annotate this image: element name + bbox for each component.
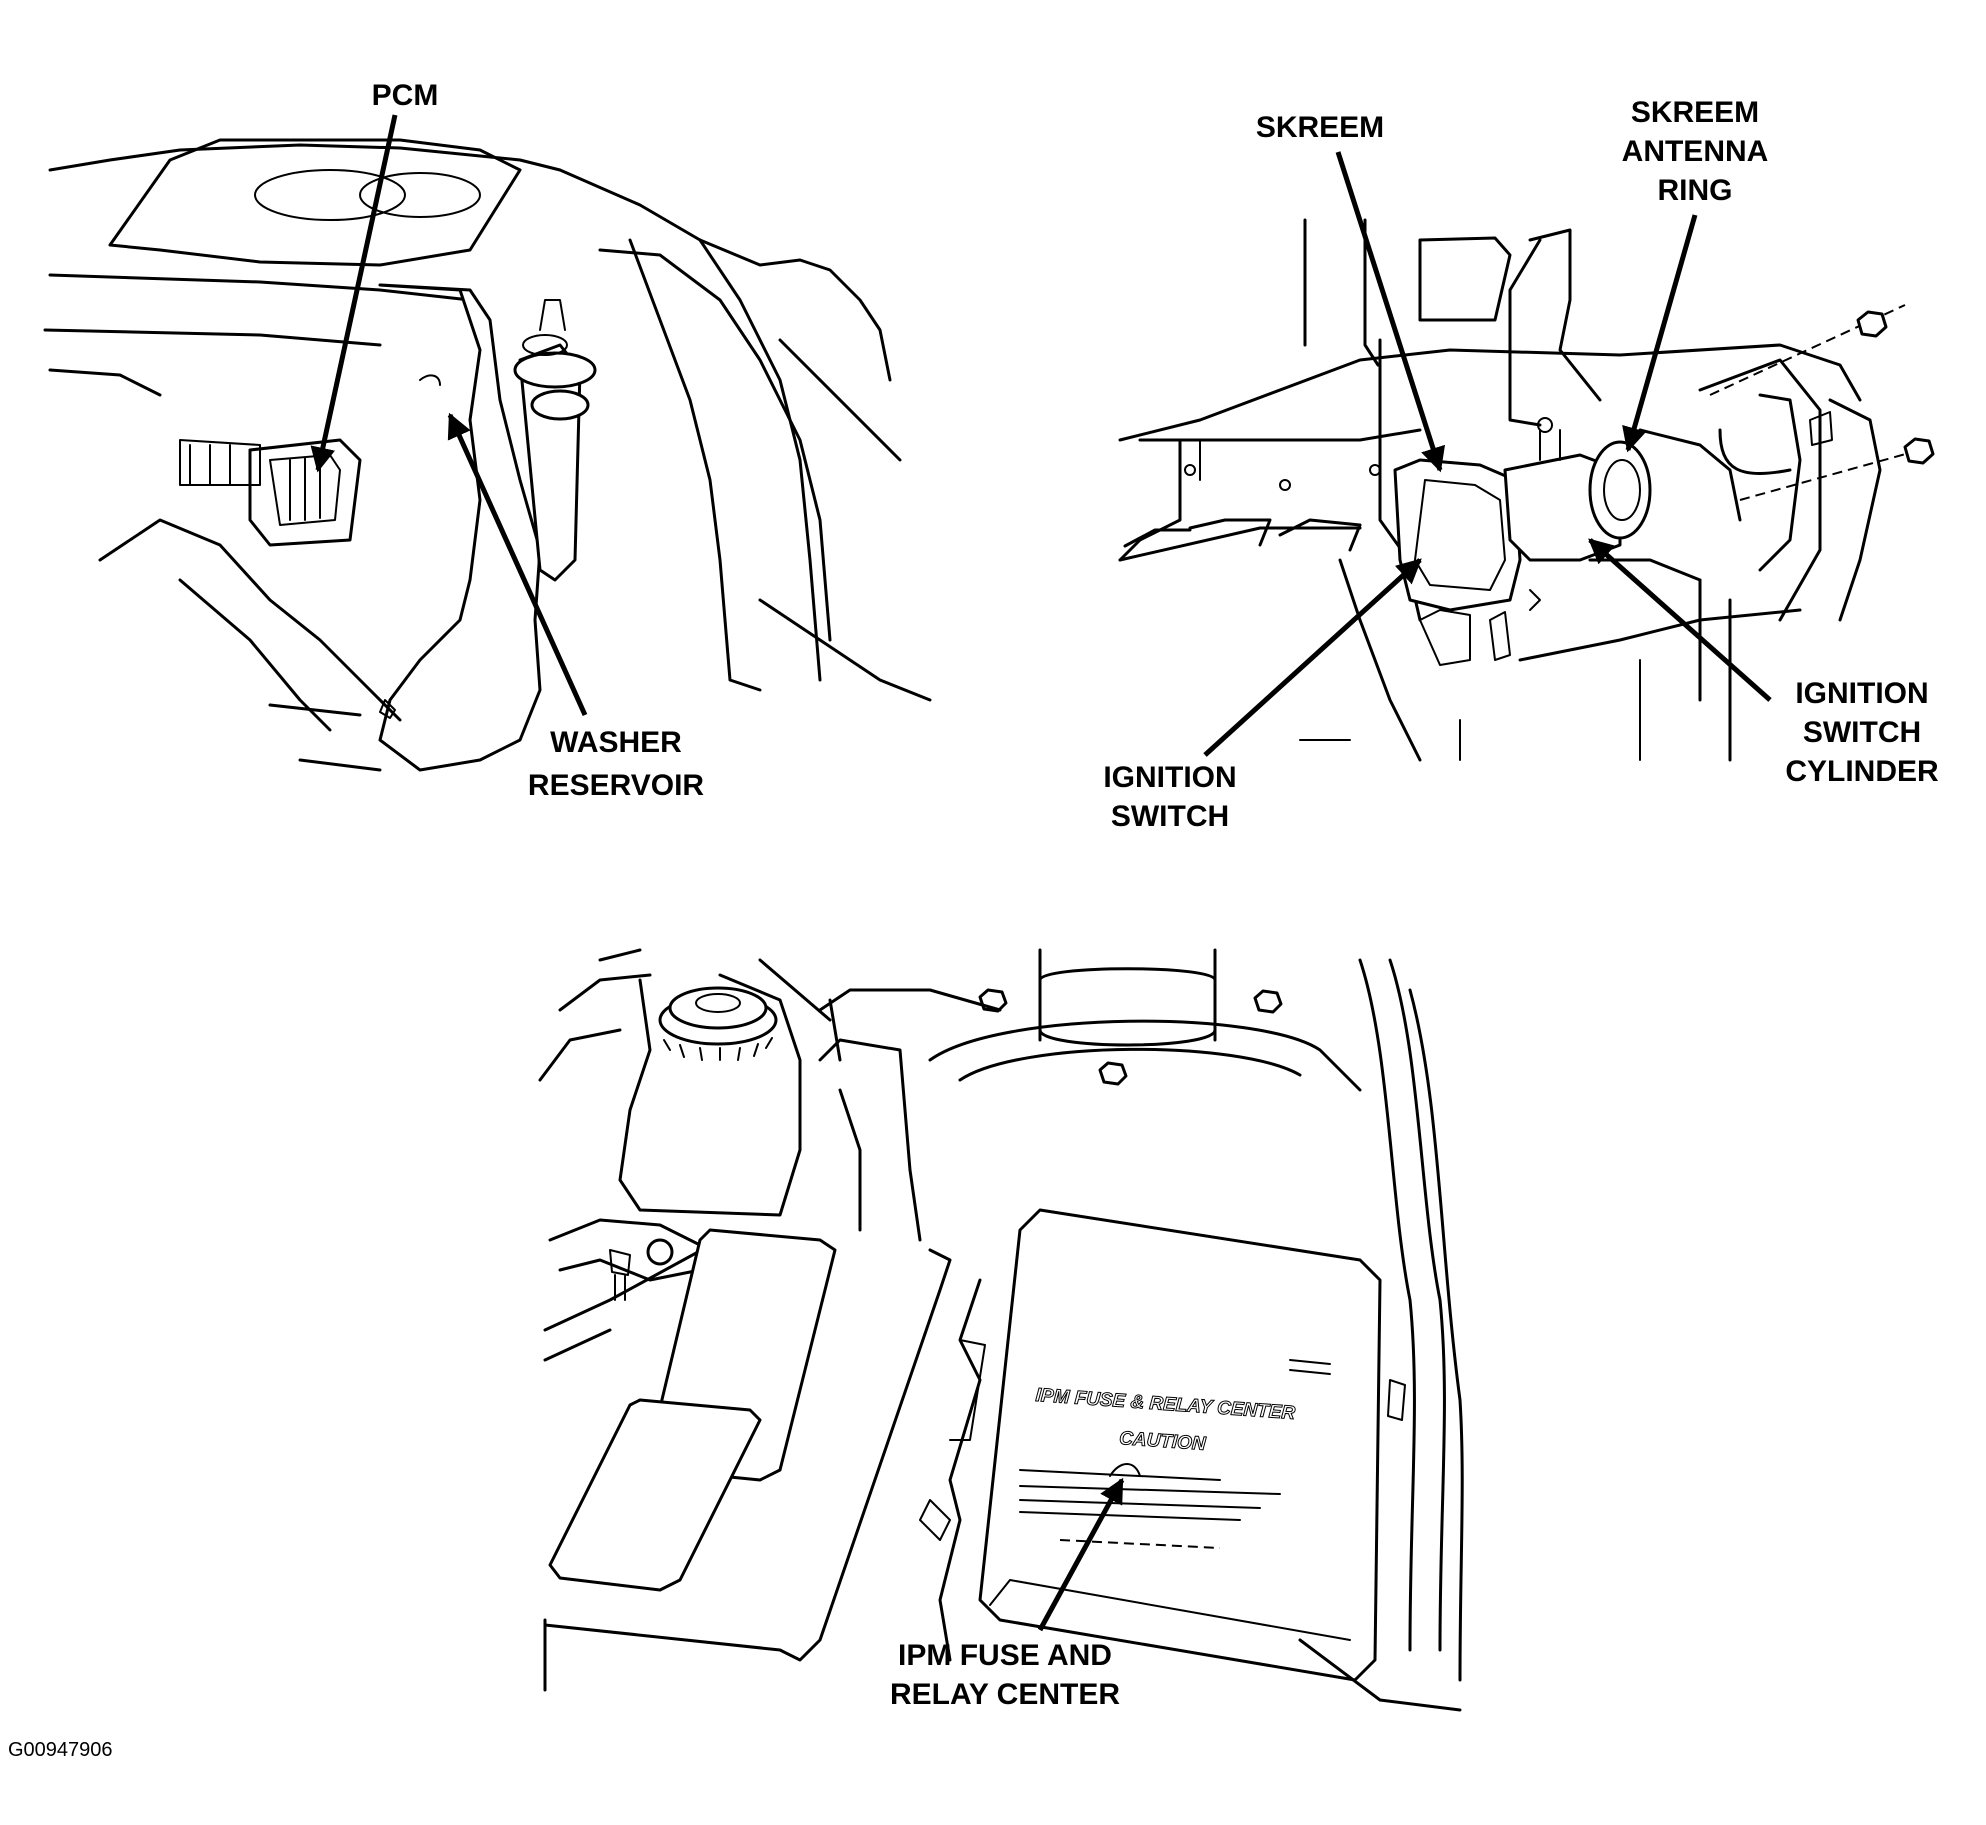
washer-reservoir-label-line1: WASHER [550, 726, 682, 759]
engine-bay-illustration [43, 138, 932, 772]
skreem-antenna-ring-label-line2: ANTENNA [1622, 135, 1769, 168]
ignition-switch-label-line2: SWITCH [1111, 800, 1229, 833]
ignition-switch-cylinder-label-line2: SWITCH [1803, 716, 1921, 749]
pcm-leader-arrow [310, 114, 398, 473]
ignition-switch-cylinder-leader-arrow [1588, 538, 1772, 702]
washer-reservoir-label-line2: RESERVOIR [528, 769, 704, 802]
figure-id: G00947906 [8, 1739, 113, 1761]
panel-pcm-washer: PCM WASHER RESERVOIR [43, 79, 932, 802]
ignition-switch-leader-arrow [1203, 558, 1422, 757]
ignition-switch-label-line1: IGNITION [1103, 761, 1236, 794]
panel-skreem-ignition: SKREEM SKREEM ANTENNA RING IGNITION SWIT… [1103, 96, 1939, 833]
ignition-switch-cylinder-label-line1: IGNITION [1795, 677, 1928, 710]
washer-reservoir-leader-arrow [447, 412, 588, 717]
pcm-label: PCM [372, 79, 439, 112]
ipm-engine-bay-illustration [538, 948, 1464, 1712]
steering-column-illustration [1118, 218, 1935, 762]
panel-ipm-fuse-relay: IPM FUSE & RELAY CENTER CAUTION IPM FUSE… [538, 948, 1464, 1712]
ipm-fuse-relay-center-label-line1: IPM FUSE AND [898, 1639, 1112, 1672]
skreem-label: SKREEM [1256, 111, 1384, 144]
skreem-leader-arrow [1335, 151, 1446, 473]
skreem-antenna-ring-label-line3: RING [1658, 174, 1733, 207]
skreem-antenna-ring-label-line1: SKREEM [1631, 96, 1759, 129]
skreem-antenna-ring-leader-arrow [1622, 214, 1698, 453]
ipm-fuse-relay-center-label-line2: RELAY CENTER [890, 1678, 1120, 1711]
ipm-fuse-relay-center-leader-arrow [1037, 1477, 1125, 1632]
ignition-switch-cylinder-label-line3: CYLINDER [1785, 755, 1939, 788]
